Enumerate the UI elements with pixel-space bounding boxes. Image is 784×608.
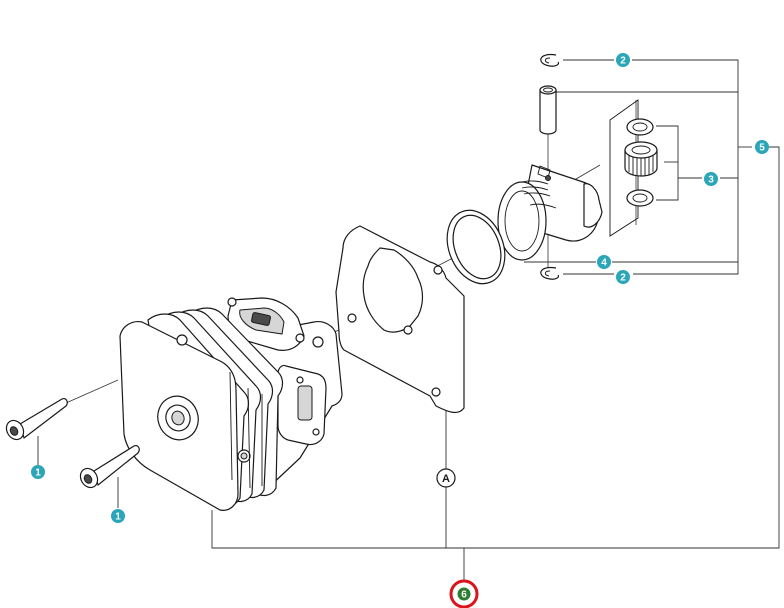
- callout-6-label: 6: [461, 590, 467, 601]
- callout-3[interactable]: 3: [704, 172, 718, 186]
- callout-1-lower-label: 1: [115, 512, 121, 523]
- callout-2-bottom-label: 2: [620, 273, 626, 284]
- bearing-backing-plate: [609, 99, 639, 237]
- cylinder-bolt-upper: [5, 397, 68, 441]
- callout-4-label: 4: [601, 258, 607, 269]
- washer-top: [626, 118, 654, 136]
- piston: [497, 164, 603, 261]
- callout-5[interactable]: 5: [755, 140, 769, 154]
- circlip-bottom: [540, 266, 560, 280]
- assembly-bracket-lines: [211, 146, 780, 584]
- callout-5-label: 5: [759, 143, 765, 154]
- needle-bearing: [624, 141, 658, 177]
- callout-2-bottom[interactable]: 2: [616, 270, 630, 284]
- cylinder-gasket: [335, 225, 465, 414]
- callout-1-lower[interactable]: 1: [111, 509, 125, 523]
- callout-4[interactable]: 4: [597, 255, 611, 269]
- callout-1-upper-label: 1: [35, 468, 41, 479]
- callout-2-top[interactable]: 2: [616, 53, 630, 67]
- cylinder-block: [119, 297, 343, 511]
- reference-marker-a-label: A: [442, 473, 450, 485]
- callout-1-upper[interactable]: 1: [31, 465, 45, 479]
- circlip-top: [540, 53, 560, 67]
- piston-ring: [446, 209, 506, 285]
- callout-3-label: 3: [708, 175, 714, 186]
- callout-2-top-label: 2: [620, 56, 626, 67]
- reference-marker-a: A: [436, 468, 456, 488]
- callout-leader-lines: [37, 59, 752, 508]
- piston-pin: [539, 85, 557, 135]
- cylinder-bolt-lower: [79, 444, 140, 489]
- washer-bottom: [626, 189, 654, 207]
- callout-6-highlighted[interactable]: 6: [449, 579, 479, 608]
